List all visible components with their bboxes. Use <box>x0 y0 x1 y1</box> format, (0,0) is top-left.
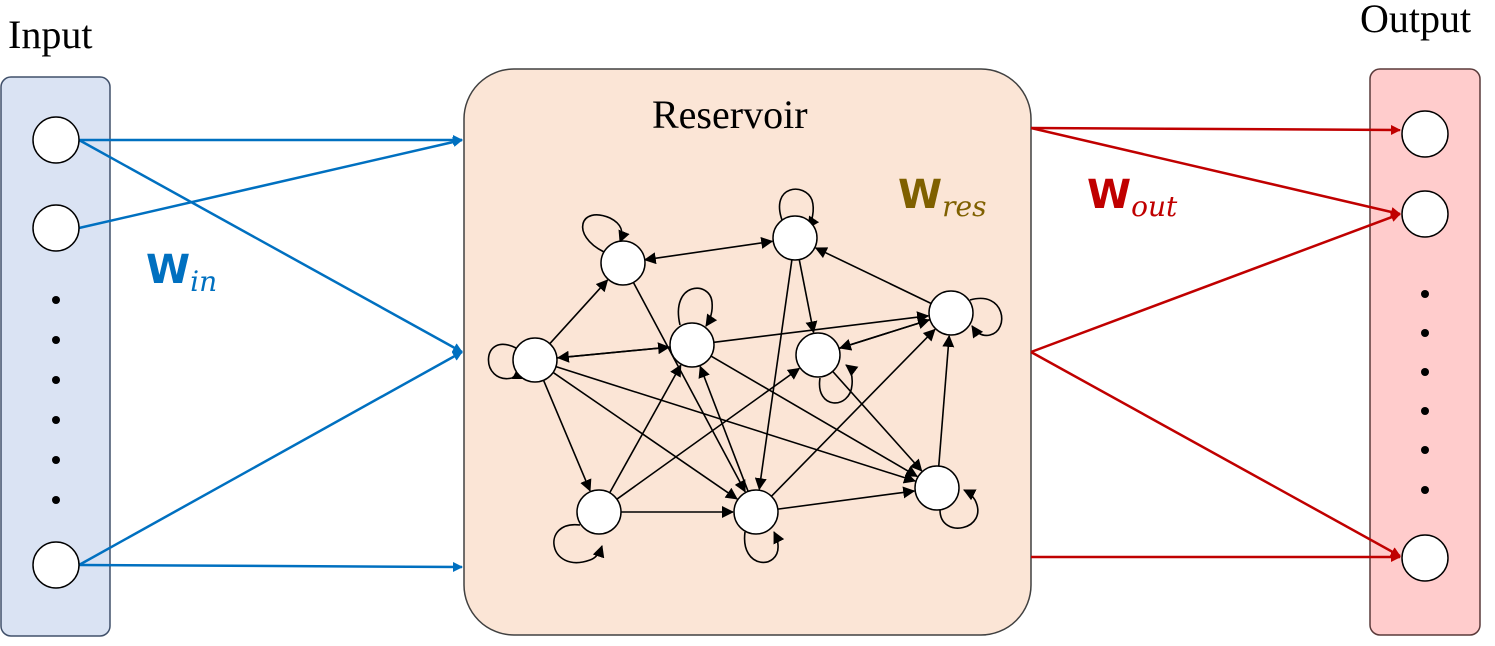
reservoir-nodes <box>512 215 974 535</box>
reservoir-self-loop <box>677 287 718 327</box>
reservoir-node <box>512 337 558 383</box>
reservoir-self-loop <box>778 188 820 229</box>
reservoir-node <box>914 465 960 511</box>
reservoir-edge <box>616 367 801 500</box>
reservoir-edge <box>542 379 592 492</box>
input-node <box>32 541 80 589</box>
reservoir-edge <box>754 259 793 491</box>
reservoir-edge <box>698 365 749 492</box>
input-arrow <box>78 138 463 354</box>
w-res-symbol: W <box>898 172 942 218</box>
input-ellipsis-dot <box>52 336 60 344</box>
output-ellipsis-dot <box>1421 329 1429 337</box>
output-arrow <box>1030 350 1401 558</box>
input-panel <box>0 76 111 637</box>
reservoir-self-loop <box>939 489 979 529</box>
reservoir-edge <box>643 236 774 265</box>
output-ellipsis-dot <box>1421 446 1429 454</box>
output-nodes <box>1401 110 1449 582</box>
reservoir-node <box>795 332 841 378</box>
w-out-symbol: W <box>1087 172 1131 218</box>
reservoir-edge <box>798 259 818 334</box>
reservoir-self-loop <box>969 297 1003 339</box>
w-in-label: Win <box>146 247 217 298</box>
output-ellipsis-dot <box>1421 290 1429 298</box>
input-ellipsis-dot <box>52 376 60 384</box>
output-label: Output <box>1360 0 1471 41</box>
output-node <box>1401 190 1449 238</box>
input-arrow <box>78 561 463 572</box>
reservoir-edge <box>549 279 609 345</box>
reservoir-edge <box>556 346 671 363</box>
output-weight-arrows <box>1030 124 1401 562</box>
input-weight-arrows <box>78 135 463 572</box>
reservoir-edge <box>609 364 682 494</box>
reservoir-node <box>733 489 779 535</box>
input-ellipsis-dot <box>52 456 60 464</box>
input-nodes <box>32 116 80 589</box>
input-arrow <box>78 350 463 567</box>
reservoir-self-loop <box>553 524 605 564</box>
reservoir-edge <box>552 371 738 500</box>
reservoir-self-loop <box>581 214 630 253</box>
reservoir-edges <box>487 188 1003 564</box>
w-res-label: Wres <box>898 172 986 223</box>
w-in-subscript: in <box>190 265 217 298</box>
reservoir-self-loop <box>743 531 785 564</box>
reservoir-edge <box>838 317 931 350</box>
reservoir-edge <box>832 370 923 472</box>
output-arrow <box>1030 212 1401 354</box>
output-arrow <box>1030 126 1401 217</box>
reservoir-edge <box>713 311 930 344</box>
input-ellipsis-dot <box>52 496 60 504</box>
reservoir-edge <box>814 247 932 305</box>
input-node <box>32 204 80 252</box>
output-ellipsis-dot <box>1421 368 1429 376</box>
input-label: Input <box>8 12 92 57</box>
reservoir-edge <box>937 334 955 467</box>
reservoir-self-loop <box>818 364 859 404</box>
reservoir-edge <box>770 328 936 497</box>
output-ellipsis-dot <box>1421 407 1429 415</box>
w-out-label: Wout <box>1087 172 1178 223</box>
w-res-subscript: res <box>942 190 986 223</box>
input-ellipsis-dot <box>52 416 60 424</box>
reservoir-edge <box>777 486 916 510</box>
output-ellipsis-dot <box>1421 486 1429 494</box>
w-in-symbol: W <box>146 247 190 293</box>
reservoir-edge <box>555 365 917 484</box>
reservoir-edge <box>710 355 918 478</box>
output-node <box>1401 110 1449 158</box>
reservoir-node <box>576 489 622 535</box>
input-node <box>32 116 80 164</box>
input-ellipsis-dot <box>52 296 60 304</box>
output-node <box>1401 534 1449 582</box>
output-arrow <box>1030 124 1401 135</box>
reservoir-node <box>772 215 818 261</box>
input-arrow <box>78 137 463 230</box>
w-out-subscript: out <box>1131 190 1178 223</box>
reservoir-node <box>600 240 646 286</box>
reservoir-edge <box>632 282 746 493</box>
reservoir-node <box>669 322 715 368</box>
reservoir-node <box>928 290 974 336</box>
reservoir-label: Reservoir <box>652 92 808 137</box>
